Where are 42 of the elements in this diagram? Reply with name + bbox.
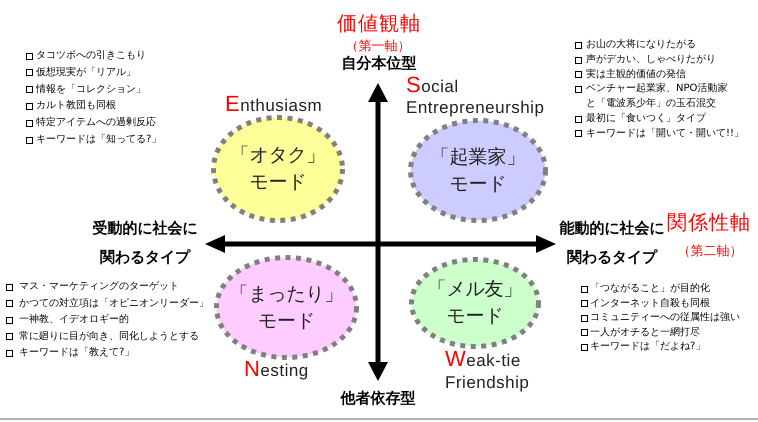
list-item: お山の大将になりたがる xyxy=(586,38,696,52)
list-item: キーワードは「だよね?」 xyxy=(590,340,706,354)
axis-label: 能動的に社会に関わるタイプ xyxy=(558,218,666,268)
axis-title: 価値観軸 xyxy=(337,11,421,35)
list-item: 特定アイテムへの過剰反応 xyxy=(36,116,156,130)
dashed-ellipse xyxy=(409,257,541,349)
node-label: Weak-tie Friendship xyxy=(445,348,530,394)
node-label: Social Entrepreneurship xyxy=(406,74,546,118)
node-label: 「オタク」モード xyxy=(230,143,326,195)
list-item: マス・マーケティングのターゲット xyxy=(19,280,179,294)
node-label: 「メル友」モード xyxy=(426,277,524,329)
list-item: 声がデカい、しゃべりたがり xyxy=(586,53,716,67)
list-item: ベンチャー起業家、NPO活動家と「電波系少年」の玉石混交 xyxy=(586,82,728,110)
node-label: 「起業家」モード xyxy=(430,144,526,196)
list-item: 「つながること」が目的化 xyxy=(590,282,710,296)
list-item: 一神教、イデオロギー的 xyxy=(19,313,129,327)
list-item: インターネット自殺も同根 xyxy=(590,296,710,310)
axis-label: 受動的に社会に関わるタイプ xyxy=(92,218,198,268)
list-item: コミュニティーへの従属性は強い xyxy=(590,311,740,325)
axis-title: 関係性軸 xyxy=(667,210,751,234)
node-label: 「まったり」モード xyxy=(228,282,344,334)
list-item: 情報を「コレクション」 xyxy=(36,82,146,97)
list-item: タコツボへの引きこもり xyxy=(36,49,146,63)
list-item: キーワードは「知ってる?」 xyxy=(36,133,162,147)
list-item: 最初に「食いつく」タイプ xyxy=(586,112,706,126)
list-item: 常に廻りに目が向き、同化しようとする xyxy=(19,330,199,344)
axis-label: 自分本位型 xyxy=(342,55,416,72)
node-label: Nesting xyxy=(244,359,310,381)
list-item: 仮想現実が「リアル」 xyxy=(36,66,136,80)
list-item: 実は主観的価値の発信 xyxy=(586,68,686,82)
dashed-ellipse xyxy=(408,118,548,223)
axis-label: 他者依存型 xyxy=(340,390,416,406)
list-item: 一人がオチると一網打尽 xyxy=(590,326,700,340)
node-label: Enthusiasm xyxy=(225,93,324,116)
list-item: キーワードは「教えて?」 xyxy=(19,346,134,360)
list-item: かつての対立項は「オピニオンリーダー」 xyxy=(19,296,209,310)
axis-subtitle: （第一軸） xyxy=(346,38,410,54)
list-item: カルト教団も同根 xyxy=(36,99,116,114)
axis-subtitle: （第二軸） xyxy=(678,244,742,258)
dashed-ellipse xyxy=(214,255,359,360)
list-item: キーワードは「開いて・開いて!!」 xyxy=(586,126,744,140)
dashed-ellipse xyxy=(211,115,345,223)
